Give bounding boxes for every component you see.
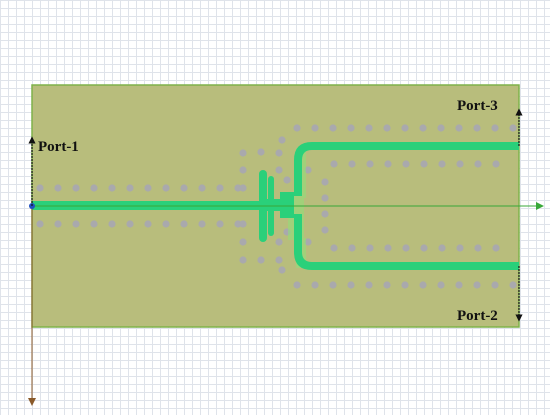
via-hole [419,124,427,132]
via-hole [198,184,206,192]
via-hole [90,184,98,192]
via-hole [108,184,116,192]
via-hole [180,184,188,192]
via-hole [126,184,134,192]
via-hole [234,184,242,192]
via-hole [366,160,374,168]
via-hole [239,149,247,157]
via-hole [491,124,499,132]
via-hole [257,256,265,264]
via-hole [283,176,291,184]
via-hole [330,244,338,252]
via-hole [321,210,329,218]
via-hole [383,124,391,132]
via-hole [365,281,373,289]
via-hole [365,124,373,132]
via-hole [72,184,80,192]
lower-branch-trace [294,214,519,270]
via-hole [420,160,428,168]
via-hole [239,184,247,192]
via-hole [492,244,500,252]
via-hole [275,166,283,174]
via-hole [473,124,481,132]
via-hole [72,220,80,228]
via-hole [180,220,188,228]
via-hole [90,220,98,228]
via-hole [126,220,134,228]
via-hole [474,244,482,252]
via-hole [239,220,247,228]
via-hole [455,281,463,289]
via-hole [36,184,44,192]
via-hole [383,281,391,289]
via-hole [438,160,446,168]
via-hole [311,124,319,132]
via-hole [304,166,312,174]
via-hole [216,184,224,192]
via-hole [278,136,286,144]
via-hole [438,244,446,252]
via-hole [257,148,265,156]
via-hole [384,160,392,168]
port-2-label: Port-2 [457,308,498,324]
via-hole [456,160,464,168]
upper-branch-trace [294,142,519,196]
via-hole [293,124,301,132]
via-hole [162,220,170,228]
via-hole [402,160,410,168]
via-hole [384,244,392,252]
via-hole [437,281,445,289]
via-hole [420,244,428,252]
via-hole [347,281,355,289]
via-hole [492,160,500,168]
via-hole [216,220,224,228]
via-hole [144,184,152,192]
via-hole [278,266,286,274]
via-hole [108,220,116,228]
via-hole [473,281,481,289]
port-3-label: Port-3 [457,98,498,114]
via-hole [330,160,338,168]
via-hole [162,184,170,192]
via-hole [509,124,517,132]
via-hole [329,124,337,132]
via-hole [437,124,445,132]
via-hole [54,220,62,228]
via-hole [293,281,301,289]
via-hole [401,281,409,289]
via-hole [321,178,329,186]
via-hole [275,149,283,157]
via-hole [419,281,427,289]
via-hole [275,238,283,246]
via-hole [234,220,242,228]
via-hole [402,244,410,252]
via-hole [275,256,283,264]
via-hole [321,226,329,234]
via-hole [509,281,517,289]
via-hole [321,194,329,202]
via-hole [455,124,463,132]
via-hole [304,238,312,246]
via-hole [348,244,356,252]
via-hole [144,220,152,228]
via-array [36,124,517,289]
via-hole [54,184,62,192]
via-hole [239,166,247,174]
via-hole [348,160,356,168]
port-1-label: Port-1 [38,139,79,155]
via-hole [401,124,409,132]
via-hole [239,238,247,246]
via-hole [366,244,374,252]
via-hole [36,220,44,228]
via-hole [198,220,206,228]
via-hole [456,244,464,252]
via-hole [239,256,247,264]
via-hole [474,160,482,168]
via-hole [491,281,499,289]
via-hole [329,281,337,289]
via-hole [347,124,355,132]
junction-block [280,192,294,218]
via-hole [311,281,319,289]
